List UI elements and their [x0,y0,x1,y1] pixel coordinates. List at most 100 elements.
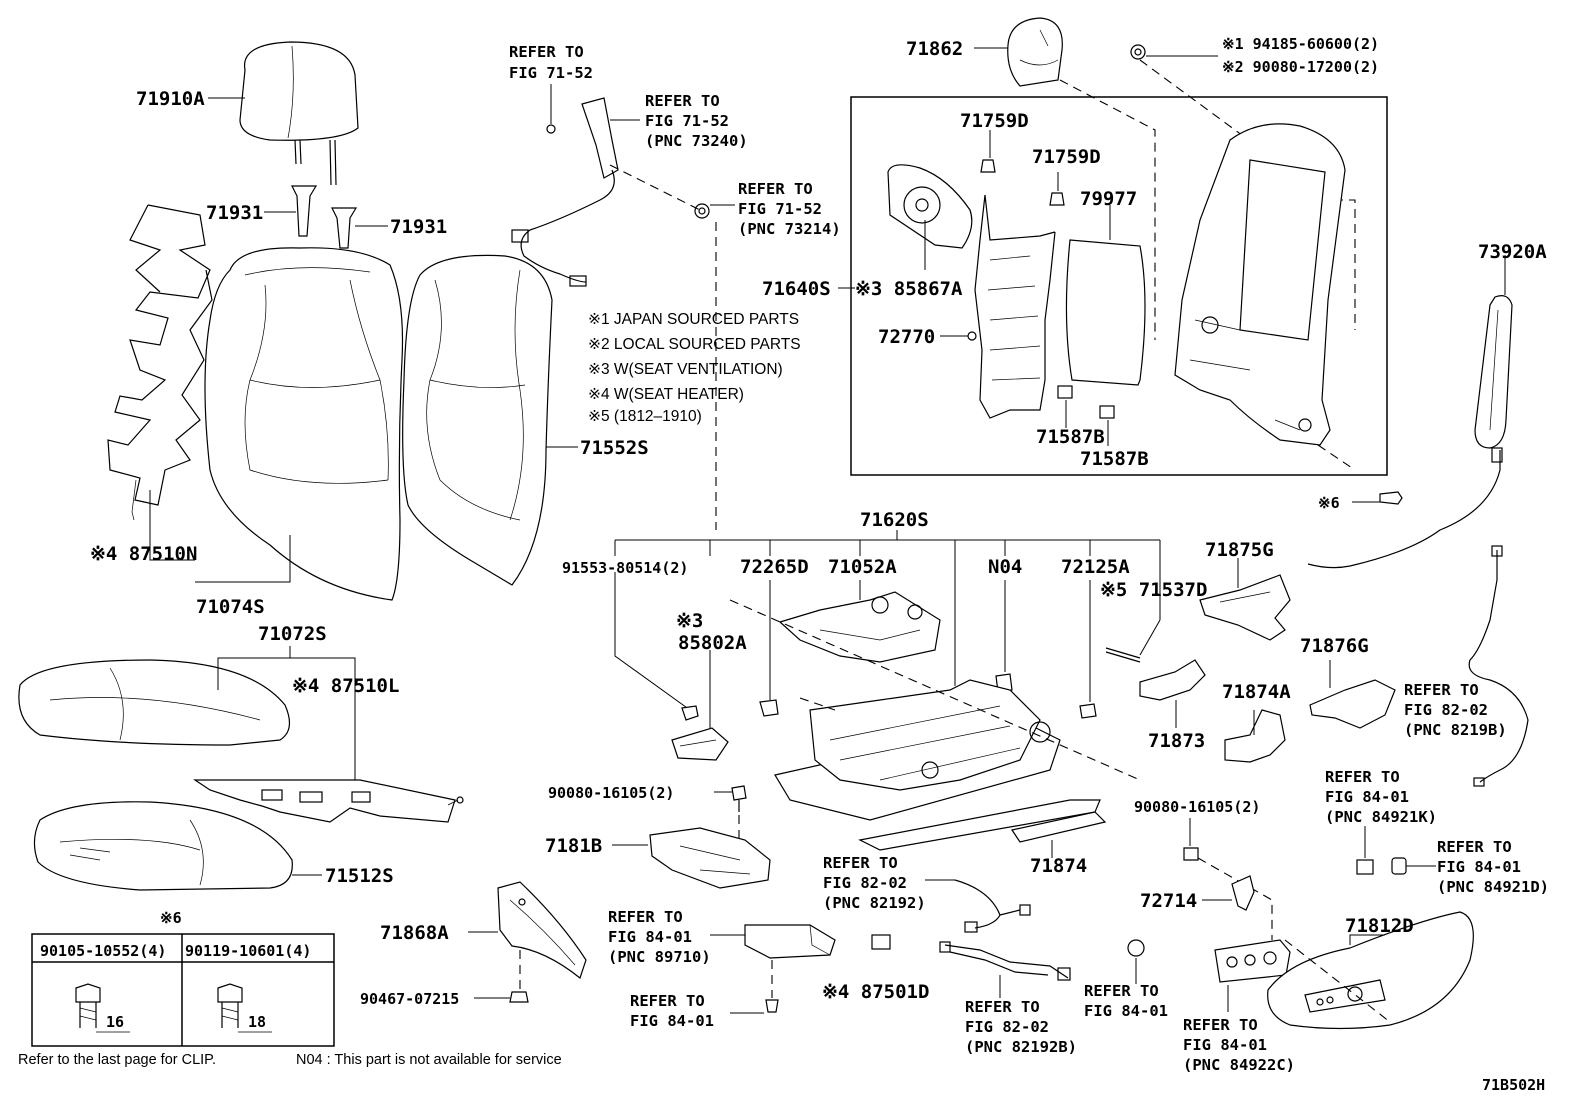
clip-71759D-a [980,159,996,173]
label-71640S: 71640S [762,278,831,300]
bracket-7181B [649,827,771,889]
bolt-6 [1379,491,1403,505]
switch-72714 [1231,875,1255,911]
label-87510N: ※4 87510N [90,543,197,565]
seatback-frame-box [850,96,1388,476]
cover-71875G [1199,574,1291,641]
connector-84921D [1391,857,1407,875]
ref-3-line2: FIG 71-52 [738,200,822,218]
label-71759D-a: 71759D [960,110,1029,132]
label-71876G: 71876G [1300,635,1369,657]
bolt-90080-16105-right [1183,847,1199,861]
legend-note-2: ※2 LOCAL SOURCED PARTS [588,336,801,353]
clip-72265D [759,699,779,717]
label-85867A: ※3 85867A [855,278,963,300]
ref-4-line2: FIG 82-02 [1404,701,1488,719]
bolt-table-dim2: 18 [248,1013,266,1031]
ref-2-line1: REFER TO [645,92,720,110]
label-72714: 72714 [1140,890,1197,912]
ref-9-line1: REFER TO [630,992,705,1010]
footer-clip-note: Refer to the last page for CLIP. [18,1052,216,1068]
ref-5-line1: REFER TO [1325,768,1400,786]
label-71812D: 71812D [1345,915,1414,937]
ref-12-line1: REFER TO [1183,1016,1258,1034]
ref-4-line3: (PNC 8219B) [1404,721,1507,739]
ref-5-line3: (PNC 84921K) [1325,808,1437,826]
label-71910A: 71910A [136,88,205,110]
ref-4-line1: REFER TO [1404,681,1479,699]
label-90080-17200: ※2 90080-17200(2) [1222,58,1379,76]
bolt-90080-16105-left [731,785,747,812]
side-cover-73920A [1474,295,1513,449]
side-shield-71812D [1267,911,1474,1030]
harness-82192B [939,941,1071,981]
back-heater-mat-87510N [107,204,213,521]
bolt-table-col1: 90105-10552(4) [40,942,166,960]
label-71620S: 71620S [860,509,929,531]
bolt-ecu [765,999,779,1013]
label-87501D: ※4 87501D [822,981,929,1003]
bracket-71873 [1139,659,1206,701]
ref-11-line2: FIG 84-01 [1084,1002,1168,1020]
clip-71587B-b [1099,405,1115,419]
seatback-pad-71074S [204,247,404,601]
figure-code: 71B502H [1482,1076,1545,1094]
label-N04: N04 [988,556,1022,578]
ref-12-line3: (PNC 84922C) [1183,1056,1295,1074]
ref-1-line1: REFER TO [509,43,584,61]
ref-10-line2: FIG 82-02 [965,1018,1049,1036]
label-71052A: 71052A [828,556,897,578]
label-85802A: 85802A [678,632,747,654]
headrest-guide-left [291,185,318,237]
label-72125A: 72125A [1061,556,1130,578]
label-71873: 71873 [1148,730,1205,752]
nut-94185 [1130,44,1146,60]
ref-7-line1: REFER TO [823,854,898,872]
ref-2-line2: FIG 71-52 [645,112,729,130]
vent-fan-85867A [887,164,973,249]
legend-note-3: ※3 W(SEAT VENTILATION) [588,361,783,378]
seatback-cover-71552S [402,254,553,586]
label-85802A-mark: ※3 [676,610,703,632]
ref-8-line2: FIG 84-01 [608,928,692,946]
ref-3-line3: (PNC 73214) [738,220,841,238]
nut-90467 [509,991,529,1003]
ref-2-line3: (PNC 73240) [645,132,748,150]
headrest-guide-right [331,207,358,249]
seat-adjuster-frame [774,679,1101,851]
ref-8-line1: REFER TO [608,908,683,926]
ref-11-line1: REFER TO [1084,982,1159,1000]
label-72265D: 72265D [740,556,809,578]
label-71587B-a: 71587B [1036,426,1105,448]
label-90080-16105-right: 90080-16105(2) [1134,798,1260,816]
connector-84921K [1356,859,1374,875]
headrest-71910A [239,41,359,186]
label-91553-80514: 91553-80514(2) [562,559,688,577]
label-71931-left: 71931 [206,202,263,224]
ref-10-line3: (PNC 82192B) [965,1038,1077,1056]
harness-82192 [954,879,1031,933]
nut-73214 [694,203,710,219]
footer-n04-note: N04 : This part is not available for ser… [296,1052,562,1068]
cushion-heater-mat-87510L [193,779,464,823]
pad-79977 [1065,239,1146,386]
ref-8-line3: (PNC 89710) [608,948,711,966]
lumbar-support-72770 [967,194,1056,419]
label-7181B: 7181B [545,835,602,857]
label-94185-60600: ※1 94185-60600(2) [1222,35,1379,53]
ref-12-line2: FIG 84-01 [1183,1036,1267,1054]
screw-91553 [681,705,699,721]
label-71931-right: 71931 [390,216,447,238]
vent-fan-85802A [671,727,729,761]
label-71759D-b: 71759D [1032,146,1101,168]
clip-71759D-b [1049,192,1065,206]
ref-5-line2: FIG 84-01 [1325,788,1409,806]
rail-cover-71874 [1011,811,1107,843]
trim-cover-71868A [497,881,587,980]
bolt-table [31,933,335,1047]
label-6-upper: ※6 [1318,494,1340,512]
bolt-table-col2: 90119-10601(4) [185,942,311,960]
seat-cushion-cover-71512S [33,801,293,891]
ref-7-line2: FIG 82-02 [823,874,907,892]
legend-note-4: ※4 W(SEAT HEATER) [588,386,744,403]
